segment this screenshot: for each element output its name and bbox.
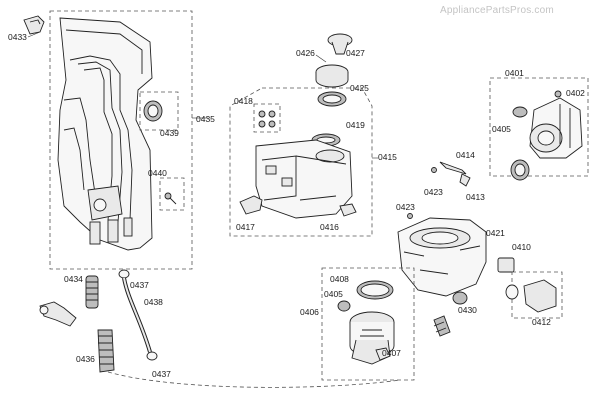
part-0402-screw[interactable] <box>554 90 562 98</box>
part-0426-float[interactable] <box>315 64 349 88</box>
hose-path-line <box>107 371 401 388</box>
callout-0439: 0439 <box>160 128 179 138</box>
group-box-0418 <box>253 103 281 133</box>
group-box-0440 <box>159 177 185 211</box>
callout-0421: 0421 <box>486 228 505 238</box>
part-0421-sump[interactable] <box>397 217 487 297</box>
callout-0412: 0412 <box>532 317 551 327</box>
part-0418-seals[interactable] <box>258 110 276 128</box>
callout-0427: 0427 <box>346 48 365 58</box>
callout-0433: 0433 <box>8 32 27 42</box>
part-0427-cap[interactable] <box>327 33 353 55</box>
part-0405-seal-drain[interactable] <box>337 300 351 312</box>
callout-0416: 0416 <box>320 222 339 232</box>
part-inlet-connector[interactable] <box>39 301 77 327</box>
part-0413-clip[interactable] <box>459 173 471 187</box>
callout-0402: 0402 <box>566 88 585 98</box>
part-0415-dispenser[interactable] <box>255 139 353 219</box>
callout-0405-drain: 0405 <box>324 289 343 299</box>
part-0438-hose[interactable] <box>122 277 152 353</box>
callout-0440: 0440 <box>148 168 167 178</box>
callout-0437-lower: 0437 <box>152 369 171 379</box>
group-box-0435 <box>49 10 193 270</box>
group-box-0415 <box>229 87 373 237</box>
part-0439-seal[interactable] <box>143 100 163 122</box>
part-0433-clip[interactable] <box>23 15 45 35</box>
part-0410-sensor[interactable] <box>497 257 515 273</box>
callout-0401: 0401 <box>505 68 524 78</box>
part-0414-clip[interactable] <box>439 161 467 175</box>
part-0437-clamp-upper[interactable] <box>118 269 130 279</box>
callout-0425: 0425 <box>350 83 369 93</box>
callout-0405-pump: 0405 <box>492 124 511 134</box>
part-0417-clip[interactable] <box>239 195 263 215</box>
part-0423-screw-upper[interactable] <box>431 167 437 173</box>
callout-0408: 0408 <box>330 274 349 284</box>
callout-0426: 0426 <box>296 48 315 58</box>
callout-0423-upper: 0423 <box>424 187 443 197</box>
part-pump-hose[interactable] <box>510 159 530 181</box>
callout-0414: 0414 <box>456 150 475 160</box>
part-0435-water-channel-panel[interactable] <box>57 17 153 251</box>
part-0408-seal-ring[interactable] <box>356 280 394 300</box>
callout-0423-lower: 0423 <box>396 202 415 212</box>
callout-0406: 0406 <box>300 307 319 317</box>
part-0437-clamp-lower[interactable] <box>146 351 158 361</box>
callout-0415: 0415 <box>378 152 397 162</box>
part-0430-gasket[interactable] <box>452 291 468 305</box>
watermark-text: AppliancePartsPros.com <box>440 5 554 16</box>
callout-0417: 0417 <box>236 222 255 232</box>
group-box-0401 <box>489 77 589 177</box>
part-0401-circulation-pump[interactable] <box>529 97 583 159</box>
callout-0435: 0435 <box>196 114 215 124</box>
part-drain-connector[interactable] <box>433 315 451 337</box>
part-0407-clip[interactable] <box>375 347 391 361</box>
part-0434-hose-connector[interactable] <box>85 275 99 309</box>
part-0406-drain-pump[interactable] <box>349 311 395 365</box>
part-0412-heater-pump[interactable] <box>505 279 557 313</box>
part-0440-screw[interactable] <box>164 192 177 205</box>
callout-0430: 0430 <box>458 305 477 315</box>
callout-0436: 0436 <box>76 354 95 364</box>
callout-0419: 0419 <box>346 120 365 130</box>
callout-0434: 0434 <box>64 274 83 284</box>
callout-0413: 0413 <box>466 192 485 202</box>
callout-0410: 0410 <box>512 242 531 252</box>
callout-0418: 0418 <box>234 96 253 106</box>
part-0436-drain-hose[interactable] <box>97 329 115 373</box>
part-0425-gasket[interactable] <box>317 91 347 107</box>
group-box-0439 <box>139 91 179 131</box>
callout-0407: 0407 <box>382 348 401 358</box>
callout-0437-upper: 0437 <box>130 280 149 290</box>
part-0423-screw-lower[interactable] <box>407 213 413 219</box>
part-0416-clip[interactable] <box>339 203 357 217</box>
callout-0438: 0438 <box>144 297 163 307</box>
part-0405-seal-pump[interactable] <box>512 106 528 118</box>
group-box-0406 <box>321 267 415 381</box>
